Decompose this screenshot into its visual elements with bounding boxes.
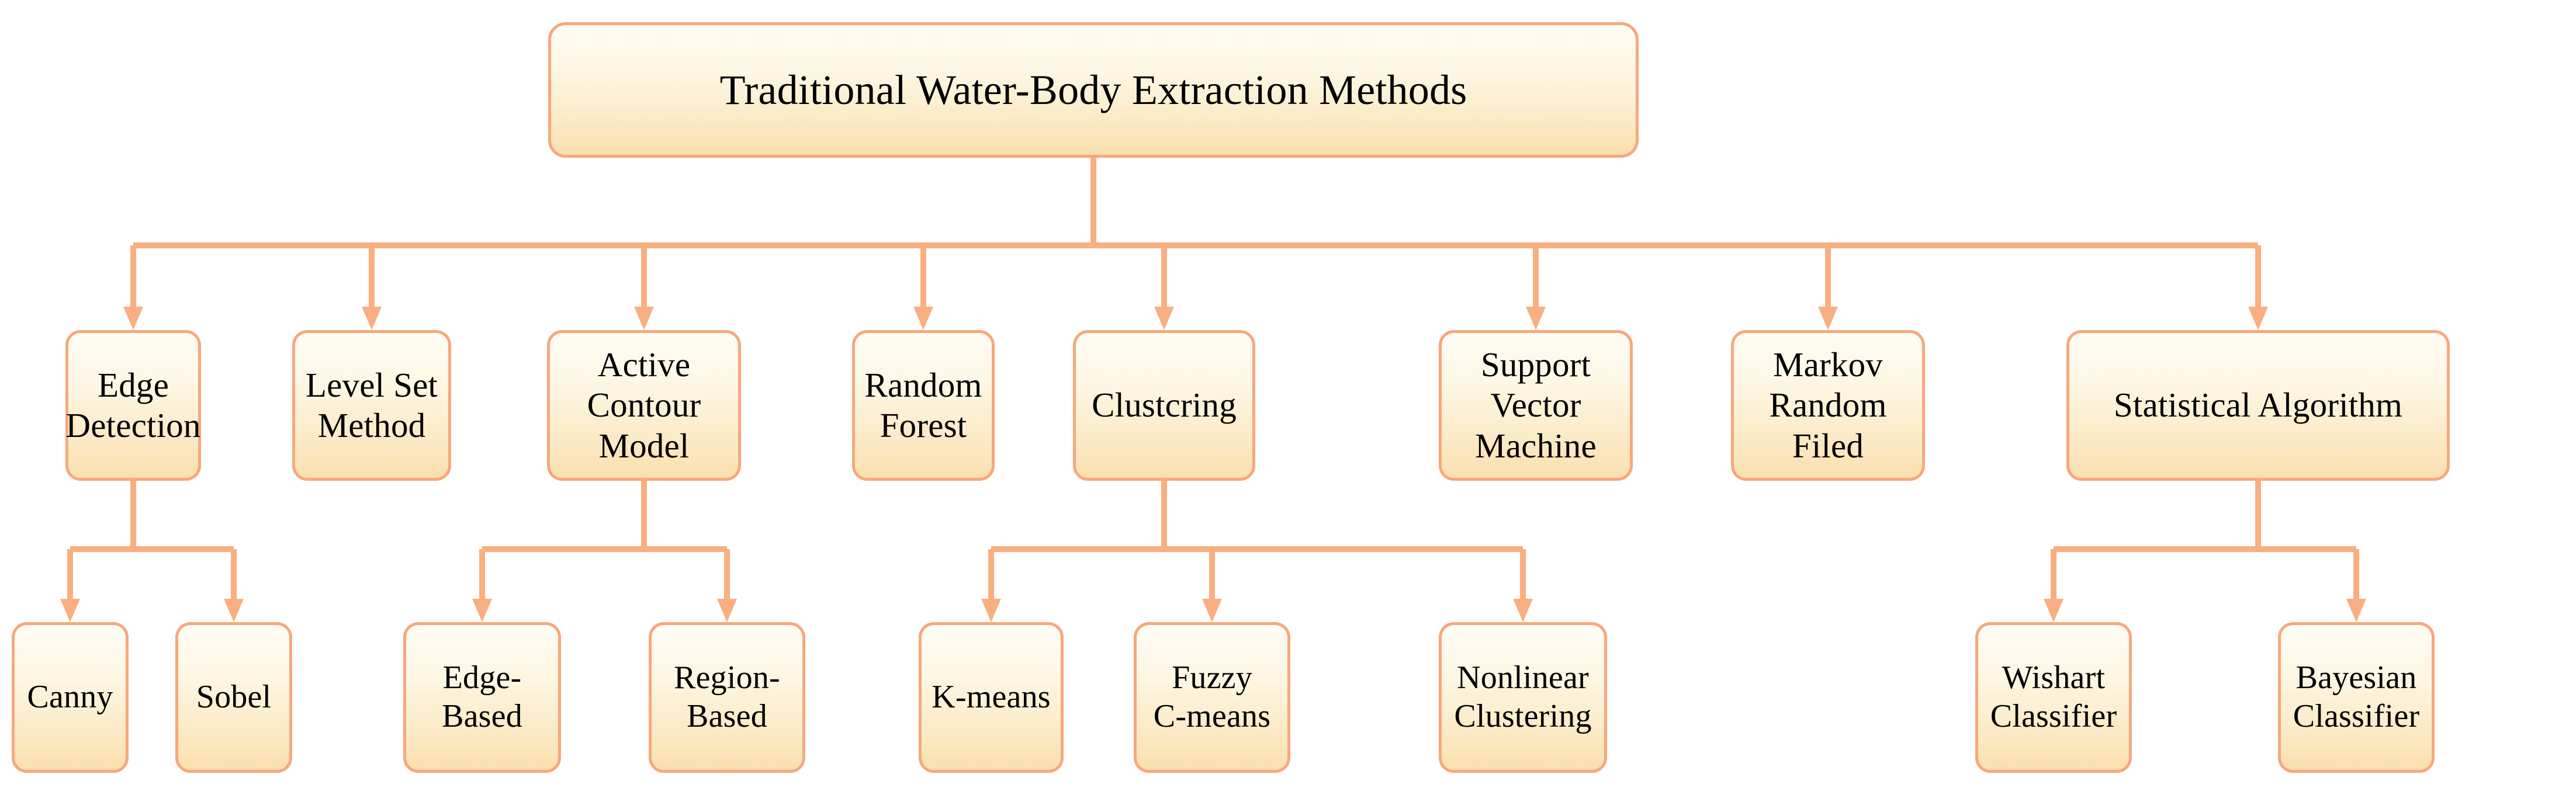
node-fuzzy-c-means[interactable]: Fuzzy C-means <box>1134 622 1290 773</box>
node-edge-detection-label: Edge Detection <box>65 365 201 445</box>
node-sobel[interactable]: Sobel <box>175 622 292 773</box>
node-wishart-classifier-label: Wishart Classifier <box>1990 660 2117 734</box>
node-region-based-label: Region- Based <box>674 660 780 734</box>
node-clustering[interactable]: Clustcring <box>1073 330 1255 481</box>
node-active-contour-model-label: Active Contour Model <box>587 345 701 465</box>
node-bayesian-classifier-label: Bayesian Classifier <box>2293 660 2420 734</box>
node-root[interactable]: Traditional Water-Body Extraction Method… <box>548 22 1639 158</box>
node-markov-random-field[interactable]: Markov Random Filed <box>1731 330 1925 481</box>
node-canny[interactable]: Canny <box>12 622 129 773</box>
node-nonlinear-clustering[interactable]: Nonlinear Clustering <box>1439 622 1607 773</box>
node-bayesian-classifier[interactable]: Bayesian Classifier <box>2278 622 2435 773</box>
node-wishart-classifier[interactable]: Wishart Classifier <box>1975 622 2132 773</box>
node-level-set-method[interactable]: Level Set Method <box>292 330 451 481</box>
node-markov-random-field-label: Markov Random Filed <box>1769 345 1887 465</box>
node-edge-based[interactable]: Edge-Based <box>403 622 561 773</box>
node-edge-detection[interactable]: Edge Detection <box>65 330 201 481</box>
node-support-vector-machine[interactable]: Support Vector Machine <box>1439 330 1633 481</box>
node-k-means[interactable]: K-means <box>919 622 1064 773</box>
node-statistical-algorithm[interactable]: Statistical Algorithm <box>2066 330 2450 481</box>
node-root-label: Traditional Water-Body Extraction Method… <box>719 66 1467 113</box>
node-edge-based-label: Edge-Based <box>442 660 522 734</box>
node-clustering-label: Clustcring <box>1092 386 1237 425</box>
node-active-contour-model[interactable]: Active Contour Model <box>547 330 741 481</box>
node-nonlinear-clustering-label: Nonlinear Clustering <box>1454 660 1592 734</box>
node-support-vector-machine-label: Support Vector Machine <box>1475 345 1597 465</box>
node-k-means-label: K-means <box>932 679 1051 716</box>
node-statistical-algorithm-label: Statistical Algorithm <box>2113 386 2403 425</box>
node-level-set-method-label: Level Set Method <box>305 365 438 445</box>
node-random-forest[interactable]: Random Forest <box>852 330 995 481</box>
node-random-forest-label: Random Forest <box>864 365 982 445</box>
node-region-based[interactable]: Region- Based <box>649 622 805 773</box>
node-fuzzy-c-means-label: Fuzzy C-means <box>1153 660 1271 734</box>
node-sobel-label: Sobel <box>196 679 272 716</box>
node-canny-label: Canny <box>27 679 113 716</box>
